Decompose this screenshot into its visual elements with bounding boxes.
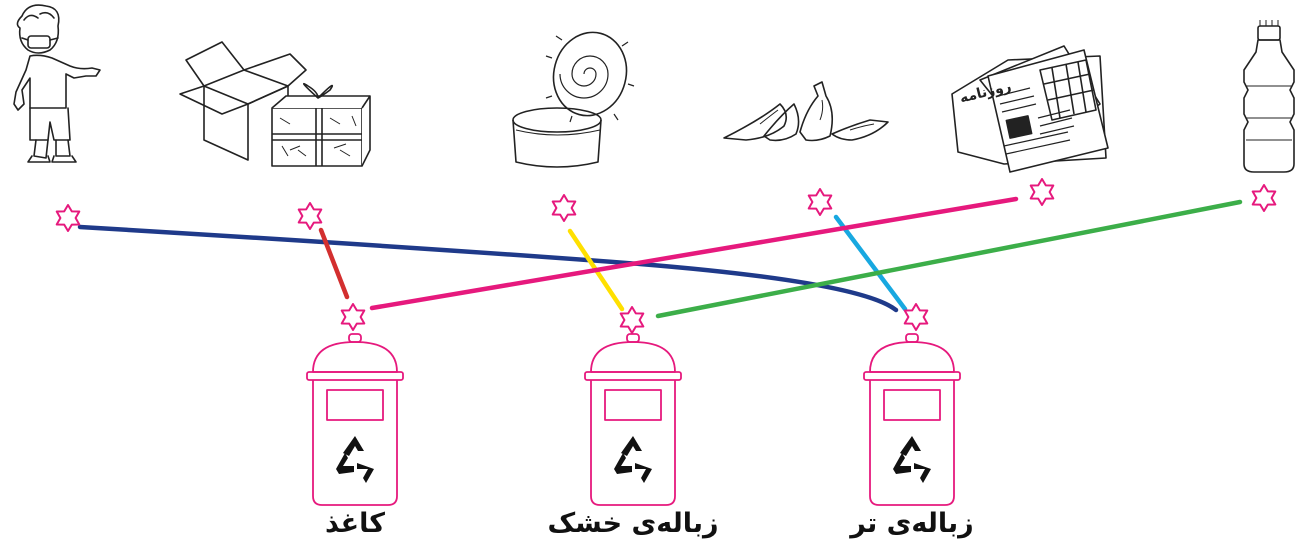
line-newspaper-to-paper	[369, 196, 1019, 311]
newspaper-icon: روزنامه	[951, 45, 1109, 173]
line-child-to-wet	[77, 224, 899, 313]
star-boxes	[297, 202, 323, 230]
connection-lines	[77, 196, 1243, 319]
bin-label-paper: کاغذ	[325, 508, 385, 539]
line-boxes-to-paper	[318, 227, 350, 300]
star-newspaper	[1029, 178, 1055, 206]
star-bottle	[1251, 184, 1277, 212]
recycle-symbol-icon	[336, 436, 374, 483]
banana-peel-icon	[723, 81, 889, 142]
line-bottle-to-dry	[655, 199, 1243, 319]
bin-paper	[306, 333, 404, 506]
star-can	[551, 194, 577, 222]
line-banana-to-wet	[833, 214, 908, 312]
bin-label-dry: زباله‌ی خشک	[547, 508, 719, 539]
bin-dry	[584, 333, 682, 506]
star-bin-wet	[903, 303, 929, 331]
cardboard-box-and-gift-icon	[179, 41, 371, 167]
recycle-symbol-icon	[893, 436, 931, 483]
recycle-symbol-icon	[614, 436, 652, 483]
star-bin-paper	[340, 303, 366, 331]
plastic-bottle-icon	[1243, 20, 1295, 173]
bin-wet	[863, 333, 961, 506]
star-banana	[807, 188, 833, 216]
child-with-mask-icon	[13, 4, 101, 163]
star-child	[55, 204, 81, 232]
star-bin-dry	[619, 306, 645, 334]
open-food-can-icon	[512, 31, 635, 168]
bin-label-wet: زباله‌ی تر	[850, 508, 974, 539]
